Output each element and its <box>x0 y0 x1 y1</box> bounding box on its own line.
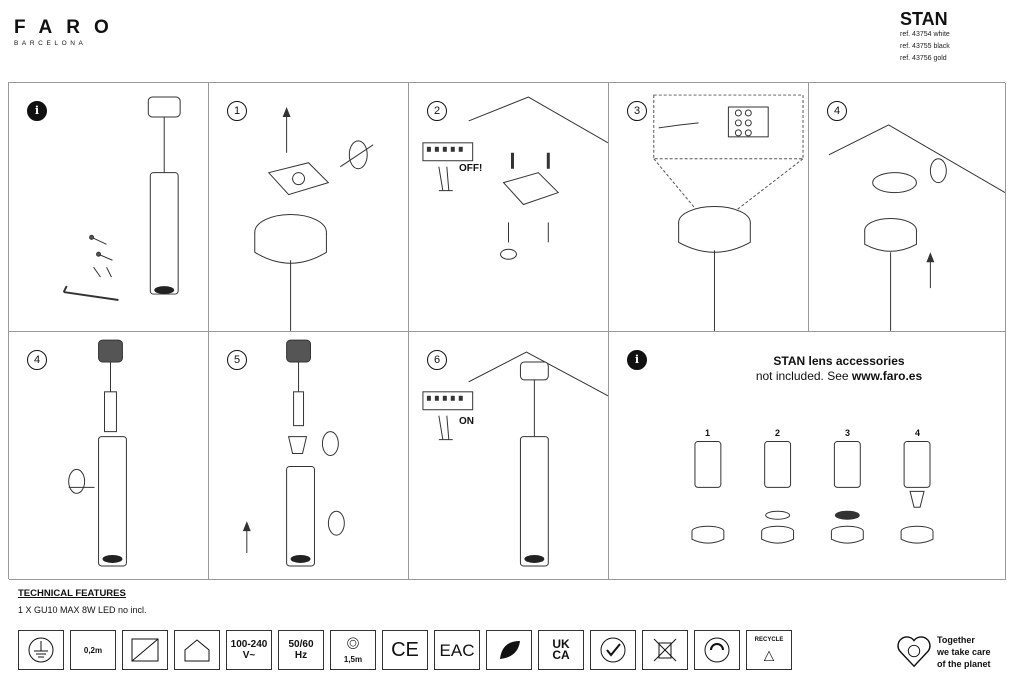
brand-subtitle: BARCELONA <box>14 40 87 47</box>
voltage-line2: V~ <box>242 650 256 661</box>
leaf-rohs-icon <box>486 630 532 670</box>
cell-step-5: 5 <box>209 332 409 580</box>
product-header: STAN ref. 43754 white ref. 43755 black r… <box>900 9 980 65</box>
recycle-label: RECYCLE <box>754 636 784 643</box>
info-badge: i <box>27 101 47 121</box>
step-6-badge: 6 <box>427 350 447 370</box>
accessories-title: STAN lens accessories <box>773 354 905 368</box>
cell-accessories: i STAN lens accessories not included. Se… <box>609 332 1006 580</box>
brand-logo: FARO BARCELONA <box>14 17 139 48</box>
accessories-subtitle: not included. See <box>755 369 852 383</box>
product-ref-gold: ref. 43756 gold <box>900 55 947 62</box>
technical-features: TECHNICAL FEATURES 1 X GU10 MAX 8W LED n… <box>18 588 147 615</box>
cable-length-label: 1,5m <box>343 654 363 664</box>
frequency-line2: Hz <box>294 650 308 661</box>
voltage-line1: 100-240 <box>230 639 268 650</box>
accessory-4-label: 4 <box>915 428 921 438</box>
product-title: STAN <box>900 9 948 29</box>
ukca-line2: CA <box>552 648 570 662</box>
kit-contents-illustration <box>62 96 181 302</box>
frequency-line1: 50/60 <box>288 639 314 650</box>
cell-step-1: 1 <box>209 83 409 332</box>
eco-line-2: we take care <box>937 647 991 657</box>
technical-line: 1 X GU10 MAX 8W LED no incl. <box>18 605 147 615</box>
recycle-icon: RECYCLE <box>746 630 792 670</box>
ce-mark-label: CE <box>391 638 419 661</box>
cable-length-icon: 1,5m <box>330 630 376 670</box>
step-3-badge: 3 <box>627 101 647 121</box>
green-dot-icon <box>694 630 740 670</box>
cell-step-6: 6 ON <box>409 332 609 580</box>
min-distance-icon: 0,2m <box>70 630 116 670</box>
heart-globe-icon <box>897 636 931 668</box>
eco-line-3: of the planet <box>937 659 991 669</box>
step-5-illustration <box>242 339 345 567</box>
eco-line-1: Together <box>937 635 975 645</box>
step-4b-badge: 4 <box>27 350 47 370</box>
accessories-info-badge: i <box>627 350 647 370</box>
on-label: ON <box>459 416 474 427</box>
step-4-badge: 4 <box>827 101 847 121</box>
step-5-badge: 5 <box>227 350 247 370</box>
weee-bin-icon <box>642 630 688 670</box>
cell-contents: i <box>9 83 209 332</box>
technical-heading: TECHNICAL FEATURES <box>18 588 126 599</box>
no-insulation-cover-icon <box>122 630 168 670</box>
step-1-badge: 1 <box>227 101 247 121</box>
accessories-link[interactable]: www.faro.es <box>851 369 923 383</box>
eco-statement: Together we take care of the planet <box>895 630 1005 674</box>
eac-mark-icon: EAC <box>434 630 480 670</box>
instruction-grid: i 1 2 <box>8 82 1006 580</box>
accessory-1-label: 1 <box>705 428 711 438</box>
step-6-illustration <box>422 351 608 567</box>
cell-step-2: 2 OFF! <box>409 83 609 332</box>
product-ref-white: ref. 43754 white <box>900 31 950 38</box>
step-2-illustration <box>422 96 608 260</box>
eac-mark-label: EAC <box>439 640 475 660</box>
step-4-illustration <box>828 124 1005 331</box>
earth-ground-icon <box>18 630 64 670</box>
step-2-badge: 2 <box>427 101 447 121</box>
step-1-illustration <box>254 107 374 331</box>
off-label: OFF! <box>459 163 483 174</box>
min-distance-label: 0,2m <box>83 645 103 655</box>
ukca-line1: UK <box>552 637 570 651</box>
accessory-2-label: 2 <box>775 428 781 438</box>
cell-step-4: 4 <box>809 83 1006 332</box>
accessories-illustration <box>691 441 934 544</box>
cell-step-4b: 4 <box>9 332 209 580</box>
step-4b-illustration <box>68 339 127 567</box>
cell-step-3: 3 <box>609 83 809 332</box>
product-ref-black: ref. 43755 black <box>900 43 950 50</box>
eco-text: Together we take care of the planet <box>937 634 991 670</box>
step-3-illustration <box>653 94 804 331</box>
accessories-title-block: STAN lens accessories not included. See … <box>689 354 989 384</box>
accessory-3-label: 3 <box>845 428 851 438</box>
indoor-use-icon <box>174 630 220 670</box>
rohs-compliant-icon <box>590 630 636 670</box>
ce-mark-icon: CE <box>382 630 428 670</box>
brand-name: FARO <box>14 17 123 38</box>
